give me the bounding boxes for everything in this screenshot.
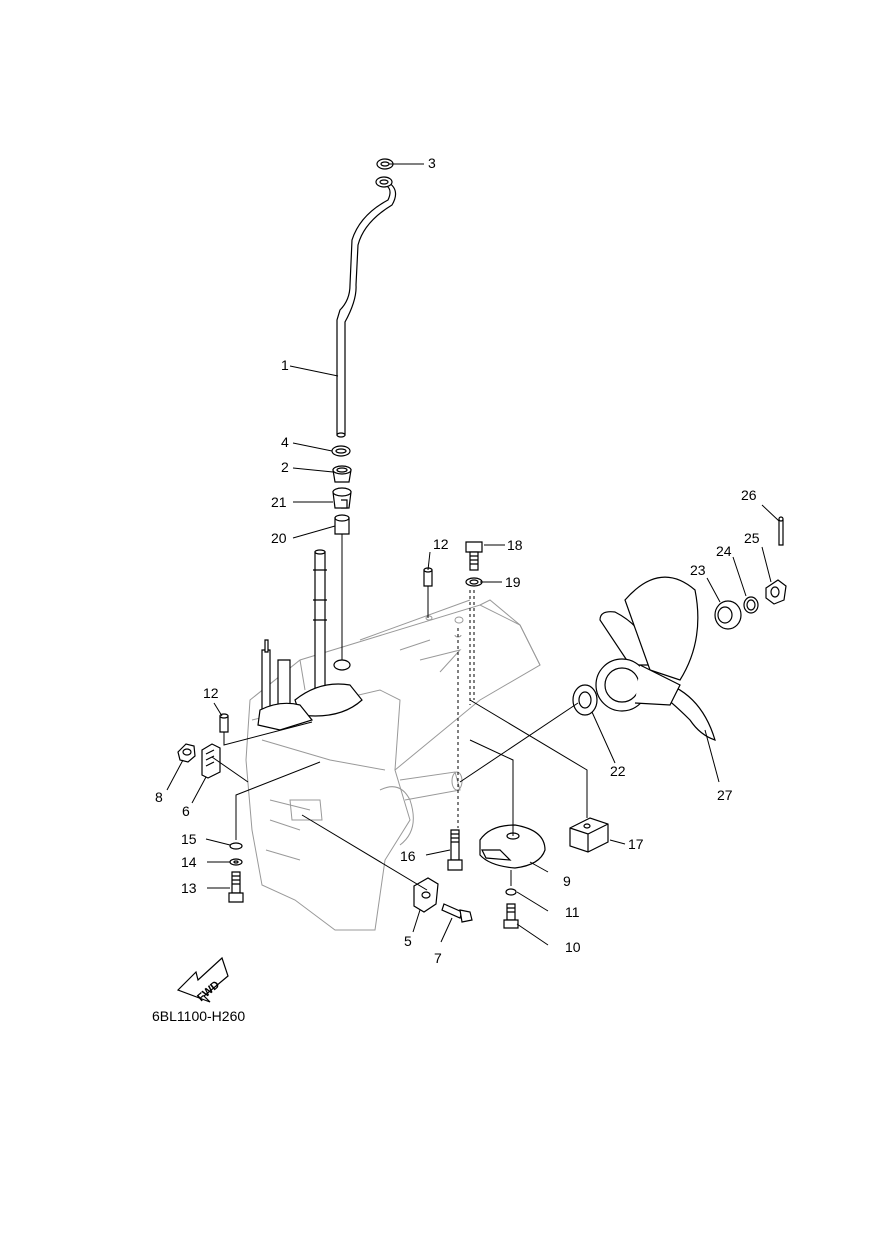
callout-12-left: 12 xyxy=(203,685,219,701)
part-9-trim-tab xyxy=(479,824,546,869)
callout-23: 23 xyxy=(690,562,706,578)
callout-20: 20 xyxy=(271,530,287,546)
part-24-washer xyxy=(743,596,759,614)
part-16-bolt xyxy=(447,829,463,871)
leader-lines xyxy=(166,163,780,946)
callout-18: 18 xyxy=(507,537,523,553)
callout-3: 3 xyxy=(428,155,436,171)
callout-12-right: 12 xyxy=(433,536,449,552)
callout-22: 22 xyxy=(610,763,626,779)
part-2-grommet xyxy=(332,465,352,483)
part-15-washer xyxy=(229,842,243,850)
part-4-seal xyxy=(331,445,351,457)
part-19-washer xyxy=(465,577,483,587)
callout-10: 10 xyxy=(565,939,581,955)
callout-16: 16 xyxy=(400,848,416,864)
part-17-anode xyxy=(569,817,609,853)
part-14-washer xyxy=(229,858,243,866)
callout-8: 8 xyxy=(155,789,163,805)
callout-labels: 3 1 4 2 21 20 12 18 19 12 8 6 15 14 13 1… xyxy=(155,155,760,966)
callout-1: 1 xyxy=(281,357,289,373)
part-11-washer xyxy=(505,888,517,896)
part-12-dowel-right xyxy=(423,567,433,587)
callout-21: 21 xyxy=(271,494,287,510)
part-8-nut xyxy=(177,743,196,763)
callout-15: 15 xyxy=(181,831,197,847)
diagram-code: 6BL1100-H260 xyxy=(152,1008,246,1024)
part-7-bolt xyxy=(441,903,473,923)
fwd-arrow-icon: FWD xyxy=(176,956,229,1004)
part-26-cotter-pin xyxy=(778,516,784,546)
drive-shaft-assembly xyxy=(257,549,363,731)
part-23-spacer xyxy=(714,600,742,630)
callout-9: 9 xyxy=(563,873,571,889)
callout-5: 5 xyxy=(404,933,412,949)
callout-6: 6 xyxy=(182,803,190,819)
callout-27: 27 xyxy=(717,787,733,803)
callout-14: 14 xyxy=(181,854,197,870)
part-5-plate xyxy=(413,877,439,913)
callout-11: 11 xyxy=(565,904,580,920)
callout-25: 25 xyxy=(744,530,760,546)
part-20-spacer xyxy=(334,514,350,535)
part-12-dowel-left xyxy=(219,713,229,733)
callout-19: 19 xyxy=(505,574,521,590)
callout-26: 26 xyxy=(741,487,757,503)
part-25-nut xyxy=(765,579,787,605)
part-6-grommet xyxy=(201,743,221,779)
callout-7: 7 xyxy=(434,950,442,966)
callout-17: 17 xyxy=(628,836,644,852)
callout-13: 13 xyxy=(181,880,197,896)
part-18-bolt xyxy=(465,541,483,571)
part-13-bolt xyxy=(228,871,244,903)
callout-2: 2 xyxy=(281,459,289,475)
part-22-thrust-washer xyxy=(572,684,598,716)
callout-4: 4 xyxy=(281,434,289,450)
part-1-water-tube xyxy=(336,176,397,438)
part-27-propeller xyxy=(595,576,716,741)
part-3-grommet xyxy=(376,158,394,170)
part-10-bolt xyxy=(503,903,519,929)
part-21-holder xyxy=(332,487,352,509)
callout-24: 24 xyxy=(716,543,732,559)
lower-case-housing xyxy=(245,599,541,931)
